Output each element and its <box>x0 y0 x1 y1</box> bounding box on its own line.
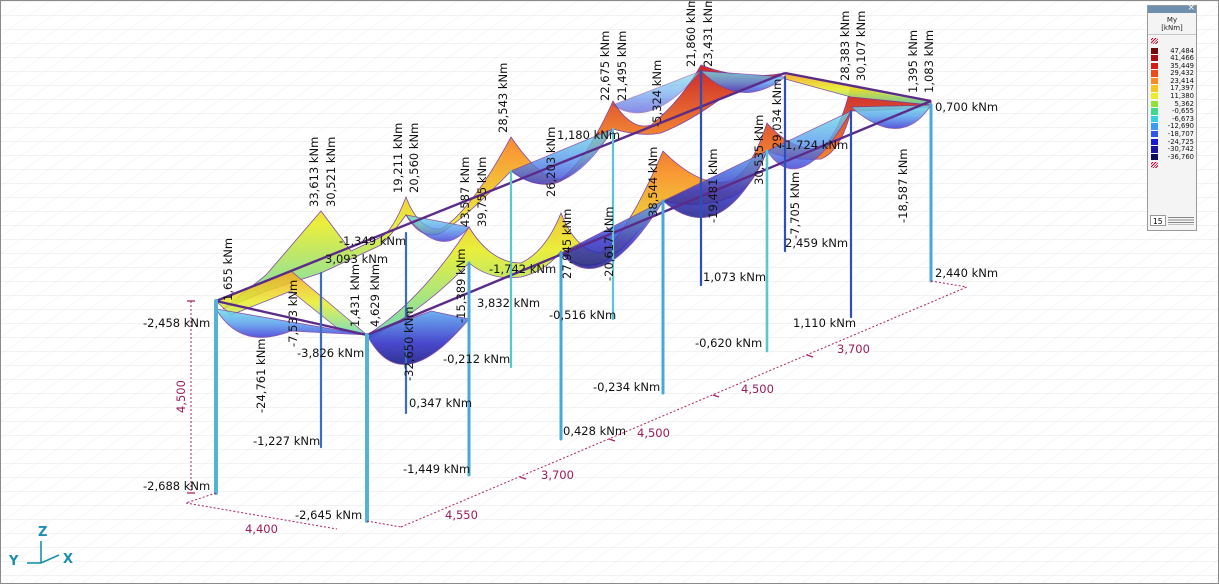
legend-item: -18,707 <box>1148 130 1196 139</box>
legend-value: -24,725 <box>1167 137 1194 146</box>
legend-header: My [kNm] <box>1148 13 1196 35</box>
hatch-icon <box>1151 161 1158 168</box>
dimension-ticks <box>187 300 814 494</box>
legend-item: 35,449 <box>1148 62 1196 70</box>
legend-swatch <box>1151 138 1158 146</box>
legend-item: 47,484 <box>1148 47 1196 55</box>
legend-swatch <box>1151 100 1158 108</box>
legend-value: -36,760 <box>1167 152 1194 161</box>
legend-item: -36,760 <box>1148 153 1196 161</box>
legend-value: 47,484 <box>1170 46 1194 55</box>
legend-swatch <box>1151 70 1158 77</box>
x-axis-line <box>40 554 60 564</box>
legend-item: -12,690 <box>1148 122 1196 131</box>
z-axis-label: Z <box>38 525 47 540</box>
legend-value: 5,362 <box>1174 99 1194 108</box>
legend-swatch <box>1151 115 1158 123</box>
legend-swatch <box>1151 55 1158 62</box>
legend-swatch <box>1151 123 1158 130</box>
legend-value: 29,432 <box>1170 69 1194 78</box>
legend-value: 17,397 <box>1170 84 1194 93</box>
legend-item: 17,397 <box>1148 84 1196 93</box>
legend-value: -0,655 <box>1172 107 1194 116</box>
legend-top-hatch <box>1148 35 1196 47</box>
legend-swatch <box>1151 77 1158 85</box>
columns <box>214 69 933 523</box>
hatch-icon <box>1151 38 1158 44</box>
legend-swatch <box>1151 62 1158 70</box>
legend-value: 11,380 <box>1170 92 1194 101</box>
dimension-lines <box>185 280 968 530</box>
legend-unit: [kNm] <box>1161 24 1183 32</box>
legend-steps-control[interactable]: 15 <box>1150 215 1194 227</box>
legend-swatch <box>1151 146 1158 153</box>
legend-item: 41,466 <box>1148 54 1196 63</box>
legend-value: -12,690 <box>1167 122 1194 131</box>
legend-value: -18,707 <box>1167 130 1194 139</box>
beams <box>215 71 932 337</box>
legend-value: 23,414 <box>1170 76 1194 85</box>
steps-input[interactable]: 15 <box>1150 215 1166 226</box>
legend-swatch <box>1151 153 1158 161</box>
legend-item: 11,380 <box>1148 92 1196 101</box>
legend-swatch <box>1151 131 1158 138</box>
legend-titlebar[interactable]: × <box>1148 3 1196 13</box>
legend-swatch <box>1151 93 1158 100</box>
legend-value: -6,673 <box>1172 114 1194 123</box>
legend-item: -6,673 <box>1148 115 1196 123</box>
legend-item: -30,742 <box>1148 145 1196 154</box>
legend-bottom-hatch <box>1148 161 1196 170</box>
legend-swatch <box>1151 85 1158 92</box>
axis-indicator: Z Y X <box>8 525 73 569</box>
legend-title: My <box>1166 16 1178 24</box>
legend-swatch <box>1151 108 1158 115</box>
x-axis-label: X <box>63 552 73 567</box>
legend-item: 29,432 <box>1148 69 1196 78</box>
legend-swatch <box>1151 47 1158 54</box>
legend-item: -0,655 <box>1148 107 1196 116</box>
y-axis-label: Y <box>8 554 19 569</box>
legend-value: 35,449 <box>1170 61 1194 70</box>
legend-item: -24,725 <box>1148 138 1196 146</box>
legend-value: 41,466 <box>1170 54 1194 63</box>
steps-slider[interactable] <box>1168 217 1194 225</box>
legend-value: -30,742 <box>1167 145 1194 154</box>
legend-item: 5,362 <box>1148 100 1196 108</box>
close-icon[interactable]: × <box>1187 3 1195 13</box>
legend-item: 23,414 <box>1148 77 1196 85</box>
